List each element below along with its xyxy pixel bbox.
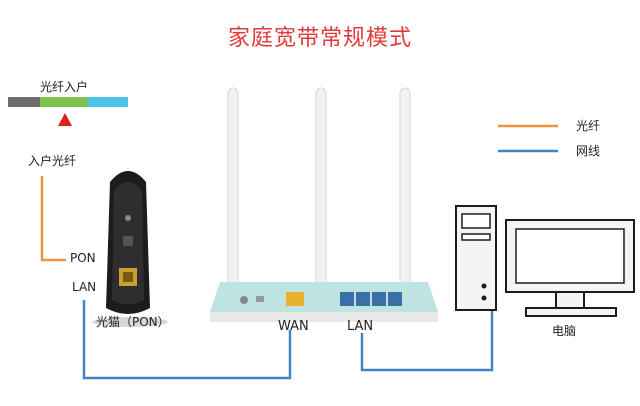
router-wan-label: WAN <box>278 319 309 334</box>
fiber-bar-segment-gray <box>8 97 40 107</box>
monitor-icon <box>505 219 635 317</box>
optical-modem-icon <box>92 171 168 327</box>
modem-port-lan-label: LAN <box>72 280 97 294</box>
legend-label-fiber: 光纤 <box>576 119 601 133</box>
modem-port-pon-label: PON <box>70 251 96 265</box>
fiber-bar-segment-green <box>40 97 88 107</box>
cable-modem-to-router <box>82 300 292 380</box>
fiber-bar-label: 光纤入户 <box>40 80 89 94</box>
modem-name-label: 光猫（PON） <box>96 315 170 329</box>
router-wan-port <box>286 292 304 306</box>
fiber-entry-marker-icon <box>58 113 72 126</box>
incoming-fiber-line <box>40 176 66 262</box>
computer-label: 电脑 <box>552 324 577 338</box>
router-lan-port-3 <box>372 292 386 306</box>
incoming-fiber-label: 入户光纤 <box>28 154 77 168</box>
router-lan-port-4 <box>388 292 402 306</box>
cable-router-to-computer <box>360 310 494 372</box>
diagram-title: 家庭宽带常规模式 <box>227 26 412 51</box>
fiber-entry-bar <box>8 97 128 126</box>
fiber-bar-segment-blue <box>88 97 128 107</box>
router-lan-label: LAN <box>347 319 374 334</box>
computer-tower-icon <box>455 205 497 311</box>
legend <box>498 124 558 153</box>
router-lan-port-2 <box>356 292 370 306</box>
router-icon <box>210 87 438 322</box>
router-lan-port-1 <box>340 292 354 306</box>
legend-label-cable: 网线 <box>576 144 601 158</box>
